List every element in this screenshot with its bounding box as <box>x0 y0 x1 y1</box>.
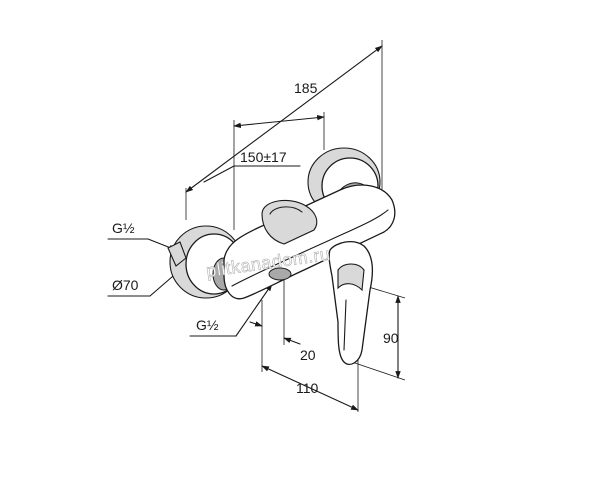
dimension-20: 20 <box>249 275 316 363</box>
dimension-90-label: 90 <box>383 330 399 346</box>
lever-handle <box>328 240 374 365</box>
dimension-outlet-thread: G½ <box>189 283 273 337</box>
dimension-inlet-thread: G½ <box>107 220 177 251</box>
outlet-thread-label: G½ <box>196 317 219 333</box>
mixer-body <box>223 184 396 300</box>
dimension-110-label: 110 <box>296 380 319 396</box>
inlet-thread-label: G½ <box>112 220 135 236</box>
dimension-110: 110 <box>261 338 359 412</box>
dimension-escutcheon: Ø70 <box>107 269 181 297</box>
dimension-20-label: 20 <box>300 347 316 363</box>
dimension-185-label: 185 <box>294 80 318 96</box>
dimension-150-label: 150±17 <box>240 149 287 165</box>
escutcheon-diameter-label: Ø70 <box>112 277 139 293</box>
dimension-150: 150±17 <box>203 112 325 230</box>
